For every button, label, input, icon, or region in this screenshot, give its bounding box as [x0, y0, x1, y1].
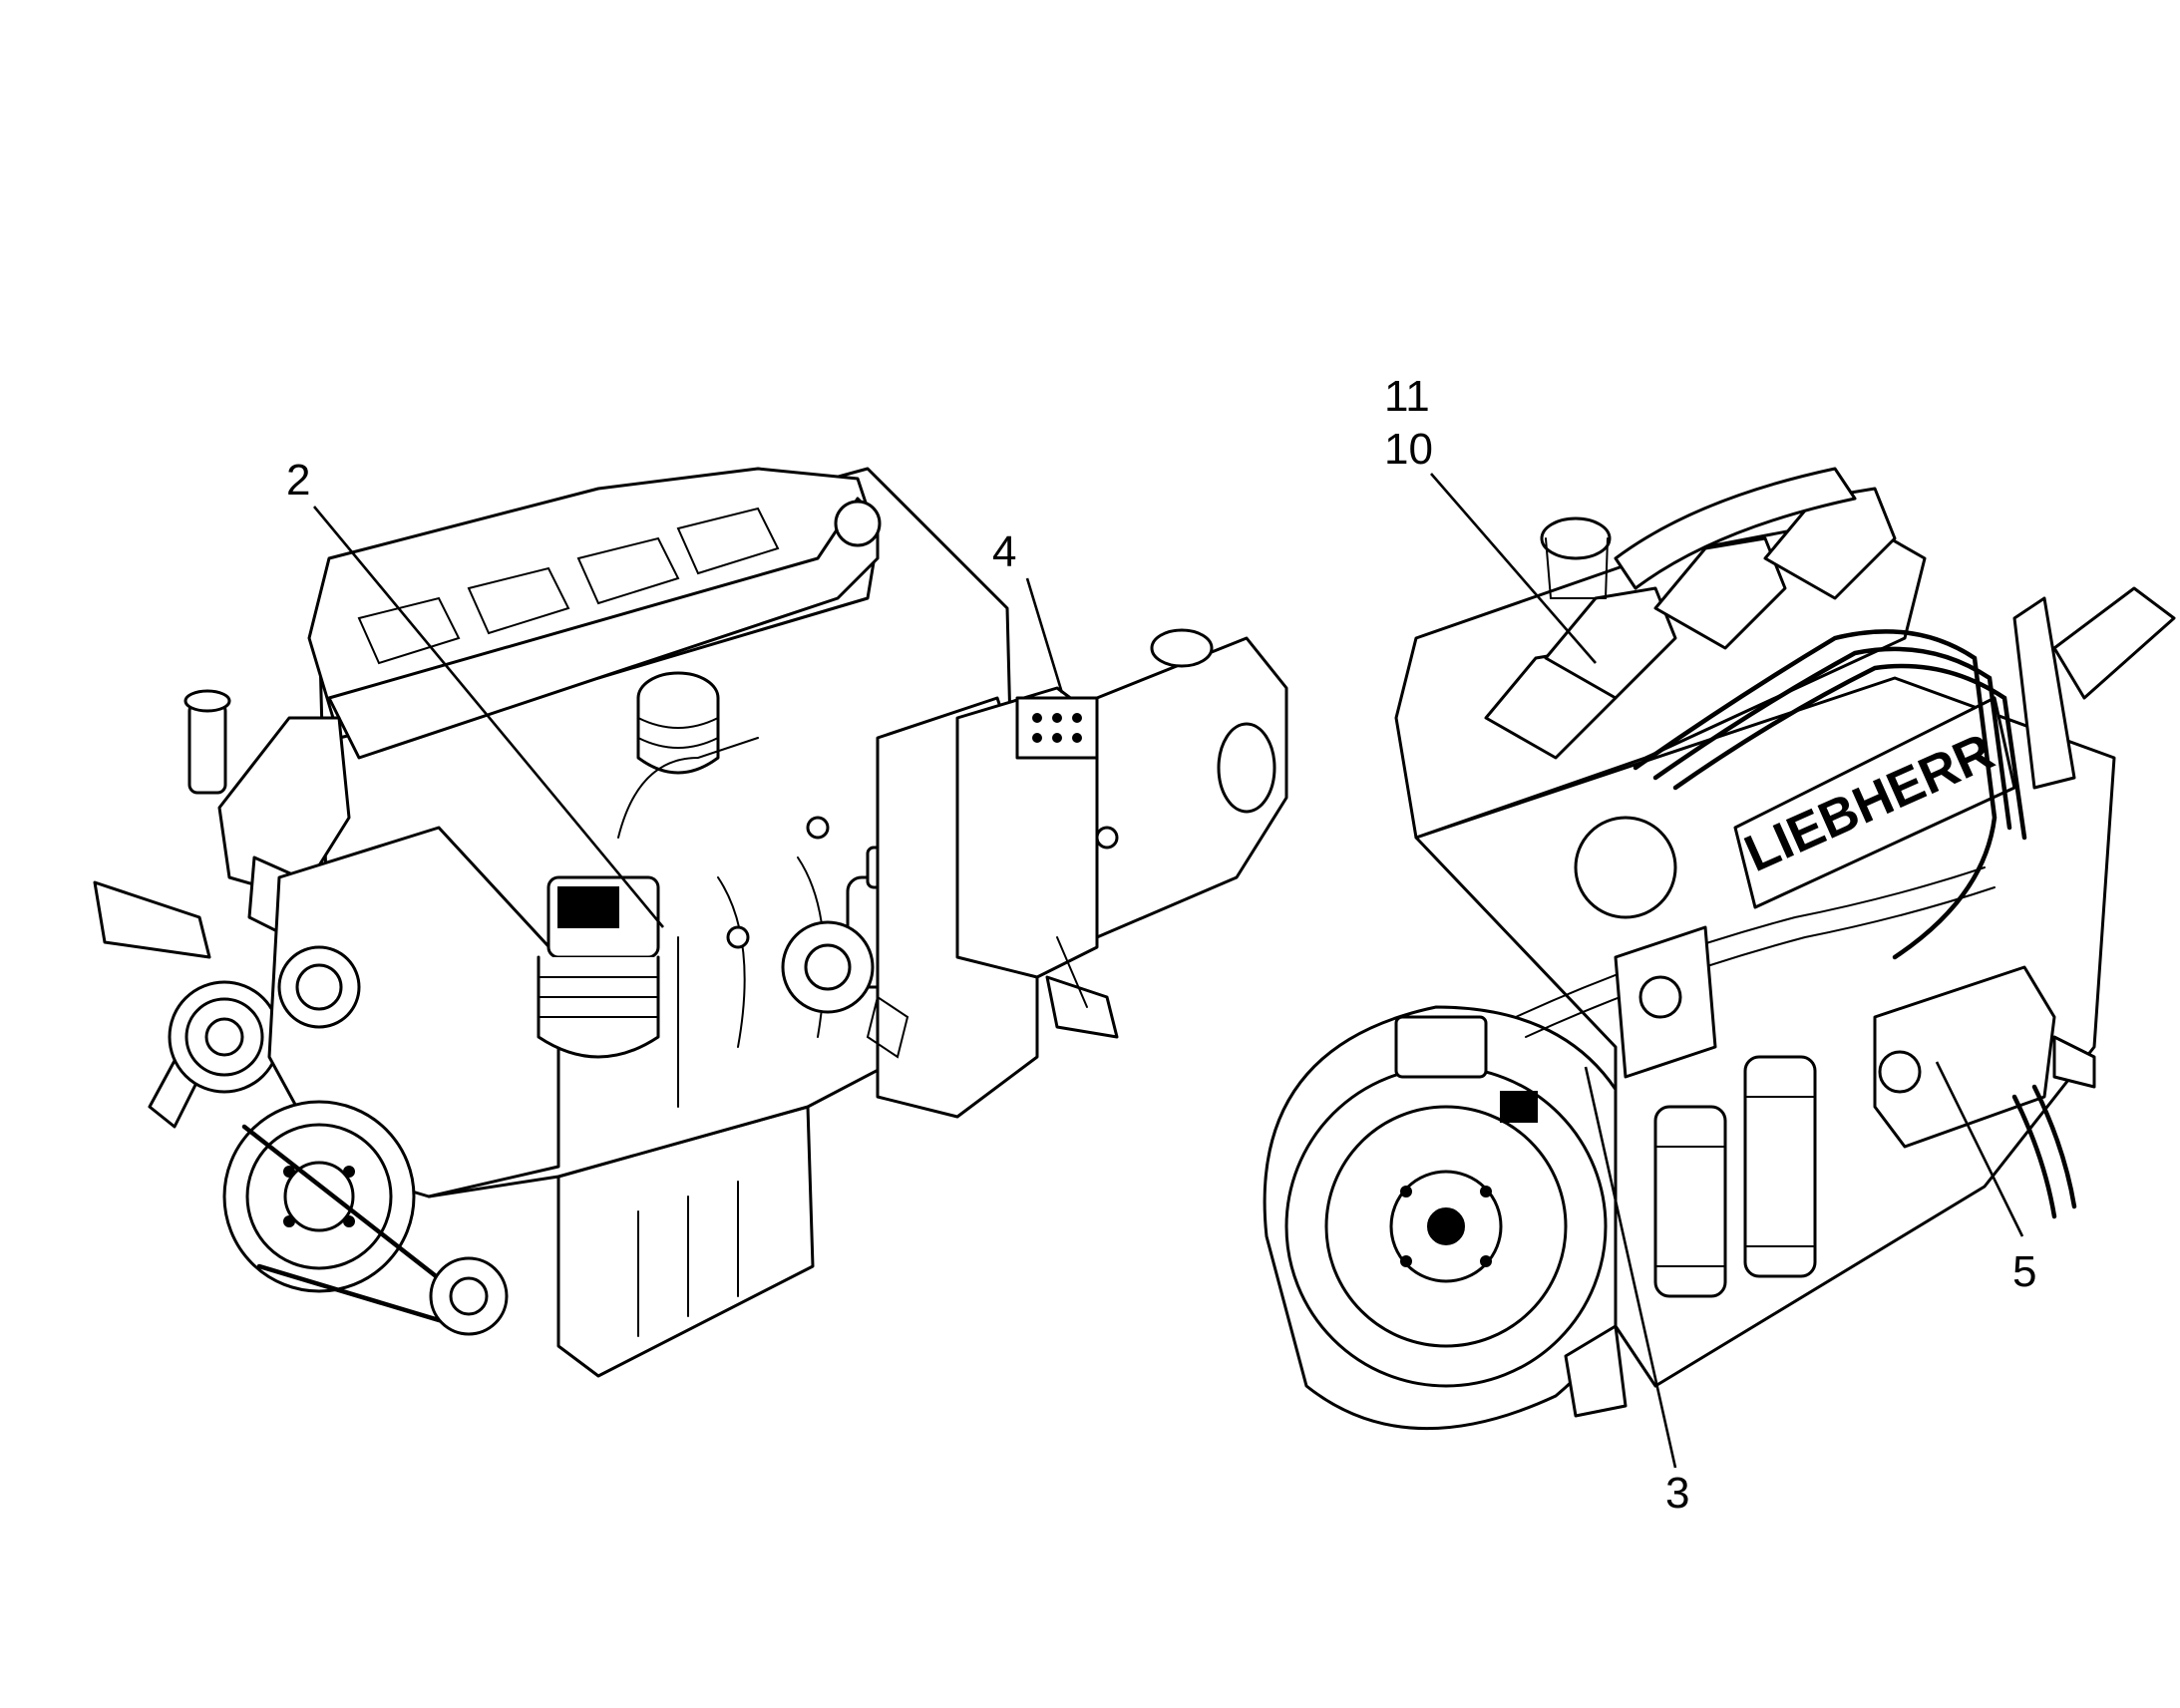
callout-label-4: 4 — [992, 527, 1016, 576]
engine-right-view: LIEBHERR — [1263, 467, 2176, 1431]
leader-line-5 — [1935, 1061, 2024, 1237]
engine-left-view — [93, 467, 1288, 1378]
callout-label-10: 10 — [1384, 425, 1433, 474]
callout-2: 2 — [286, 456, 665, 928]
callout-5: 5 — [1935, 1061, 2036, 1296]
leader-line-2 — [312, 506, 665, 928]
callout-label-2: 2 — [286, 456, 310, 505]
callout-10: 10 — [1384, 425, 1597, 664]
callout-11: 11 — [1384, 372, 1430, 421]
callout-4: 4 — [992, 527, 1064, 694]
leader-line-10 — [1430, 473, 1597, 664]
callout-3: 3 — [1584, 1066, 1689, 1518]
callout-label-11: 11 — [1384, 372, 1430, 421]
callout-label-5: 5 — [2012, 1247, 2036, 1296]
callout-label-3: 3 — [1665, 1469, 1689, 1518]
leader-line-4 — [1025, 577, 1064, 694]
leader-line-3 — [1584, 1066, 1677, 1469]
